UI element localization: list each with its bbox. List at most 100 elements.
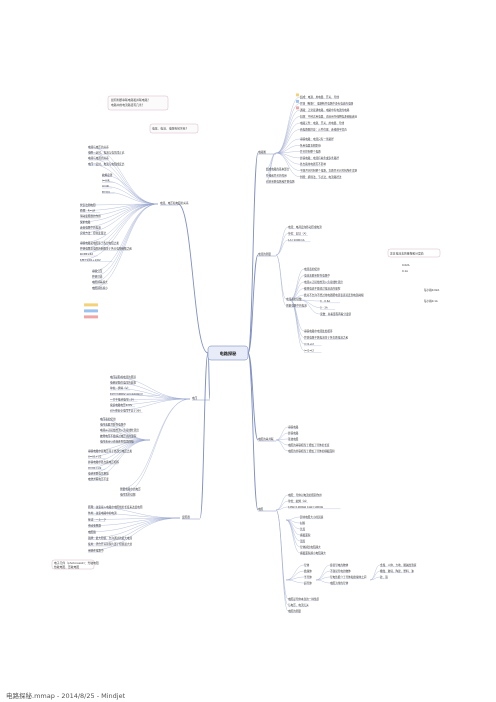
- resistance-subtopic[interactable]: 导体: [304, 563, 310, 567]
- voltage-subtopic[interactable]: 测量电路中的电压: [120, 487, 141, 491]
- current-subtopic[interactable]: I=I1=I2: [304, 349, 314, 353]
- resistance-subtopic[interactable]: 超导体: [304, 581, 312, 585]
- branch-current[interactable]: 电流的测量: [258, 252, 271, 256]
- relation-subtopic[interactable]: 原理：R=U/I: [80, 209, 96, 213]
- circuit-subtopic[interactable]: 开关控制整个电路: [300, 150, 321, 154]
- rheostat-subtopic[interactable]: 原理：改变接入电路中电阻线的长度来改变电阻: [88, 505, 143, 509]
- current-badge-3[interactable]: 每小格0.02A: [424, 288, 440, 292]
- resistance-subtopic[interactable]: 导电性能介于导体和绝缘体之间: [330, 575, 367, 579]
- current-subtopic[interactable]: 电流：电荷定向移动形成电流: [288, 225, 322, 229]
- current-subtopic[interactable]: I=I1+I2: [304, 342, 314, 346]
- voltage-subtopic[interactable]: 对人体安全电压不高于36V: [110, 409, 141, 413]
- current-subtopic[interactable]: 被测电流不要超过电流表的量程: [304, 287, 341, 291]
- relation-subtopic[interactable]: 电压一定时，电流与电阻成反比: [88, 162, 125, 166]
- relation-subtopic[interactable]: 串联电路总电阻等于各分电阻之和: [80, 241, 119, 245]
- voltage-subtopic[interactable]: 电压表可以直接连到电源两极: [100, 439, 134, 443]
- current-subtopic[interactable]: 电流表的使用: [304, 267, 320, 271]
- bottom-note-2[interactable]: 热敏电阻、压敏电阻: [54, 565, 79, 569]
- resistance-subtopic[interactable]: 电阻的测量: [288, 609, 301, 613]
- relation-subtopic[interactable]: 实验方法：控制变量法: [80, 231, 106, 235]
- circuit-subtopic[interactable]: 串联电路：电流只有一条路径: [300, 137, 334, 141]
- resistance-subtopic[interactable]: 金属、人体、大地、酸碱盐溶液: [380, 563, 417, 567]
- current-subtopic[interactable]: 单位：安培（A）: [288, 232, 308, 236]
- ohm-subtopic[interactable]: 电阻的并联相当于增加了导体的横截面积: [288, 449, 335, 453]
- resistance-subtopic[interactable]: 1MΩ=1000kΩ 1kΩ=1000Ω: [288, 505, 323, 509]
- resistance-subtopic[interactable]: 横截面积: [300, 533, 311, 537]
- relation-subtopic[interactable]: R=U/I: [102, 190, 110, 194]
- relation-subtopic[interactable]: 1/R=1/R1+1/R2: [80, 258, 101, 262]
- circuit-subtopic[interactable]: 通路：正常接通电路，电路中有电流的电路: [300, 108, 350, 112]
- branch-rheostat[interactable]: 变阻器: [182, 515, 190, 519]
- voltage-subtopic[interactable]: 电流从正接线柱流入负接线柱流出: [100, 428, 139, 432]
- circuit-subtopic[interactable]: 各用电器互相影响: [300, 143, 321, 147]
- voltage-subtopic[interactable]: 1kV=1000V 1V=1000mV: [110, 392, 143, 396]
- voltage-subtopic[interactable]: 电池并联电压不变: [88, 477, 109, 481]
- circuit-subtopic[interactable]: 开路（断路）：电路断开电路中没有电流的电路: [300, 102, 354, 106]
- resistance-subtopic[interactable]: 电阻是导体本身的一种性质: [288, 597, 320, 601]
- voltage-subtopic[interactable]: 单位：伏特（V）: [110, 386, 130, 390]
- relation-subtopic[interactable]: 伏安法测电阻: [80, 203, 96, 207]
- relation-subtopic[interactable]: I=U/R: [102, 179, 110, 183]
- rheostat-subtopic[interactable]: 使用：闭合开关前滑片置于阻值最大处: [88, 542, 133, 546]
- ohm-subtopic[interactable]: 并联电路: [288, 431, 299, 435]
- rheostat-subtopic[interactable]: 接法：一上一下: [88, 517, 107, 521]
- current-subtopic[interactable]: 0 - 3A: [320, 306, 328, 310]
- voltage-subtopic[interactable]: 并联电路中各支路电压相等: [88, 460, 120, 464]
- relation-subtopic[interactable]: 电流与电阻的关系: [88, 156, 109, 160]
- current-badge-1[interactable]: 0.02A: [402, 263, 410, 267]
- resistance-subtopic[interactable]: 材料: [300, 521, 306, 525]
- resistance-subtopic[interactable]: 与电压、电流无关: [288, 603, 309, 607]
- current-subtopic[interactable]: 并联电路干路电流等于各支路电流之和: [304, 336, 349, 340]
- voltage-subtopic[interactable]: U=U1=U2: [88, 466, 102, 470]
- voltage-subtopic[interactable]: 一节干电池电压1.5V: [110, 397, 134, 401]
- resistance-subtopic[interactable]: 橡胶、玻璃、陶瓷、塑料、油: [380, 569, 414, 573]
- voltage-subtopic[interactable]: 电压是形成电流的原因: [110, 375, 136, 379]
- ohm-subtopic[interactable]: 等效电阻: [288, 437, 299, 441]
- current-subtopic[interactable]: 绝对不允许不经过用电器把电流表直接连到电源两极: [304, 293, 364, 297]
- rheostat-subtopic[interactable]: 串联在电路中: [88, 548, 104, 552]
- resistance-subtopic[interactable]: 半导体: [304, 575, 312, 579]
- resistance-subtopic[interactable]: 导体越长电阻越大: [300, 545, 321, 549]
- resistance-subtopic[interactable]: 容易导电的物体: [330, 563, 349, 567]
- note-text-2[interactable]: 电路中的电流路径有几条？: [111, 103, 145, 107]
- branch-resistance[interactable]: 电阻: [258, 507, 264, 511]
- relation-subtopic[interactable]: 串联分压: [92, 269, 103, 273]
- relation-subtopic[interactable]: 并联分流: [92, 275, 103, 279]
- relation-subtopic[interactable]: U=IR: [102, 184, 109, 188]
- resistance-subtopic[interactable]: 绝缘体: [304, 569, 312, 573]
- resistance-subtopic[interactable]: 单位：欧姆（Ω）: [288, 499, 308, 503]
- current-note[interactable]: 注意电流表的量程和分度值: [390, 252, 424, 256]
- relation-subtopic[interactable]: 滑动变阻器的作用: [80, 214, 101, 218]
- circuit-subtopic[interactable]: 判断：拆除法、节点法、电流路径法: [300, 175, 342, 179]
- relation-subtopic[interactable]: 电阻一定时，电流与电压成正比: [88, 151, 125, 155]
- relation-subtopic[interactable]: 并联电路总电阻的倒数等于各分电阻倒数之和: [80, 247, 132, 251]
- branch-circuit[interactable]: 电路图: [258, 150, 266, 154]
- circuit-subtopic[interactable]: 组成：电源、用电器、开关、导线: [300, 95, 339, 99]
- relation-subtopic[interactable]: 保护电路: [80, 220, 91, 224]
- voltage-subtopic[interactable]: U=U1+U2: [88, 455, 102, 459]
- relation-subtopic[interactable]: 电流与电压的关系: [88, 145, 109, 149]
- current-subtopic[interactable]: 电流从正接线柱流入负接线柱流出: [304, 280, 343, 284]
- current-badge-4[interactable]: 每小格0.1A: [424, 299, 438, 303]
- resistance-subtopic[interactable]: 横截面积越小电阻越大: [300, 551, 326, 555]
- voltage-subtopic[interactable]: 电压表要并联在电路中: [100, 423, 126, 427]
- circuit-subtopic[interactable]: 干路开关控制整个电路，支路开关只控制所在支路: [300, 169, 357, 173]
- relation-subtopic[interactable]: 欧姆定律: [102, 173, 113, 177]
- resistance-subtopic[interactable]: 不容易导电的物体: [330, 569, 351, 573]
- voltage-subtopic[interactable]: 家庭电路电压220V: [110, 403, 133, 407]
- current-subtopic[interactable]: 串联电路中电流处处相等: [304, 329, 333, 333]
- circuit-subtopic[interactable]: 并联电路：电流有两条或多条路径: [300, 156, 339, 160]
- resistance-subtopic[interactable]: 长度: [300, 527, 306, 531]
- current-subtopic[interactable]: 读数：先看量程再看分度值: [320, 312, 352, 316]
- resistance-subtopic[interactable]: 影响电阻大小的因素: [300, 515, 324, 519]
- bottom-note-1[interactable]: 电子元件（photoresist)：光敏电阻: [54, 561, 99, 565]
- relation-subtopic[interactable]: 改变电路中的电流: [80, 225, 101, 229]
- rheostat-subtopic[interactable]: 滑动变阻器: [88, 524, 101, 528]
- current-subtopic[interactable]: 电流表要串联在电路中: [304, 274, 330, 278]
- branch-series_parallel[interactable]: 电流、电压和电阻的关系: [160, 201, 189, 205]
- ohm-subtopic[interactable]: 串联电路: [288, 425, 299, 429]
- circuit-subtopic[interactable]: 各支路用电器互不影响: [300, 162, 326, 166]
- voltage-subtopic[interactable]: 串联电路中总电压等于各部分电压之和: [88, 449, 133, 453]
- current-subtopic[interactable]: 1A=1000mA: [288, 238, 305, 242]
- voltage-subtopic[interactable]: 电压表的读数: [120, 493, 136, 497]
